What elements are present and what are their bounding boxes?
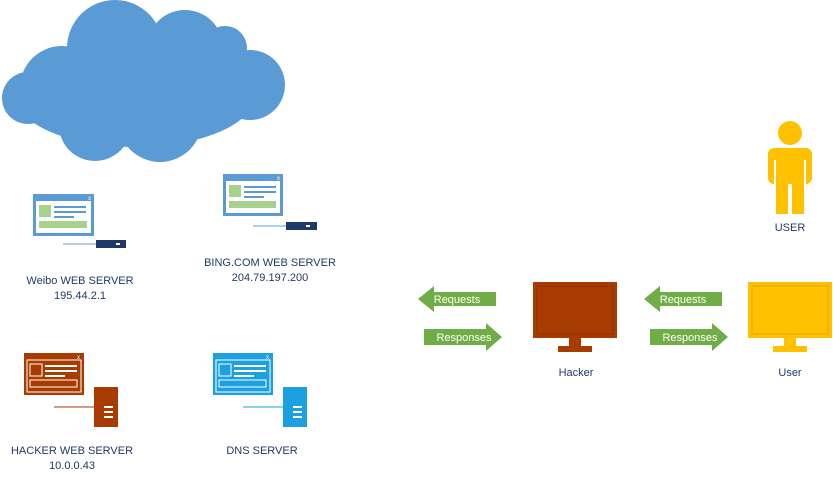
user-person-label: USER bbox=[774, 222, 806, 234]
bing-server-ip: 204.79.197.200 bbox=[231, 272, 309, 284]
weibo-server-name: Weibo WEB SERVER bbox=[26, 275, 134, 287]
weibo-server-ip: 195.44.2.1 bbox=[54, 290, 106, 302]
right-requests-arrow: Requests bbox=[644, 286, 722, 312]
right-responses-label: Responses bbox=[662, 332, 718, 344]
weibo-web-server-icon: x bbox=[33, 194, 126, 248]
bing-web-server-icon: x bbox=[223, 174, 317, 230]
hacker-computer-label: Hacker bbox=[558, 367, 594, 379]
left-responses-arrow: Responses bbox=[424, 323, 502, 351]
right-responses-arrow: Responses bbox=[650, 323, 728, 351]
weibo-server-label: Weibo WEB SERVER 195.44.2.1 bbox=[0, 274, 160, 304]
svg-text:x: x bbox=[77, 355, 80, 361]
svg-text:x: x bbox=[266, 355, 269, 361]
left-responses-label: Responses bbox=[436, 332, 492, 344]
user-person-icon bbox=[768, 121, 812, 214]
dns-server-icon: x bbox=[213, 353, 307, 427]
bing-server-name: BING.COM WEB SERVER bbox=[204, 257, 336, 269]
hacker-computer-icon bbox=[533, 282, 617, 352]
bing-server-label: BING.COM WEB SERVER 204.79.197.200 bbox=[190, 256, 350, 286]
svg-text:x: x bbox=[277, 176, 280, 182]
dns-server-name: DNS SERVER bbox=[226, 445, 298, 457]
left-requests-arrow: Requests bbox=[418, 286, 496, 312]
user-computer-icon bbox=[748, 282, 832, 352]
svg-text:x: x bbox=[88, 196, 91, 202]
left-requests-label: Requests bbox=[434, 294, 481, 306]
hacker-server-ip: 10.0.0.43 bbox=[49, 460, 95, 472]
dns-server-label: DNS SERVER bbox=[182, 444, 342, 459]
hacker-server-label: HACKER WEB SERVER 10.0.0.43 bbox=[0, 444, 152, 474]
hacker-web-server-icon: x bbox=[24, 353, 118, 427]
user-computer-label: User bbox=[778, 367, 802, 379]
right-requests-label: Requests bbox=[660, 294, 707, 306]
hacker-server-name: HACKER WEB SERVER bbox=[10, 445, 134, 457]
cloud-icon bbox=[2, 0, 285, 162]
